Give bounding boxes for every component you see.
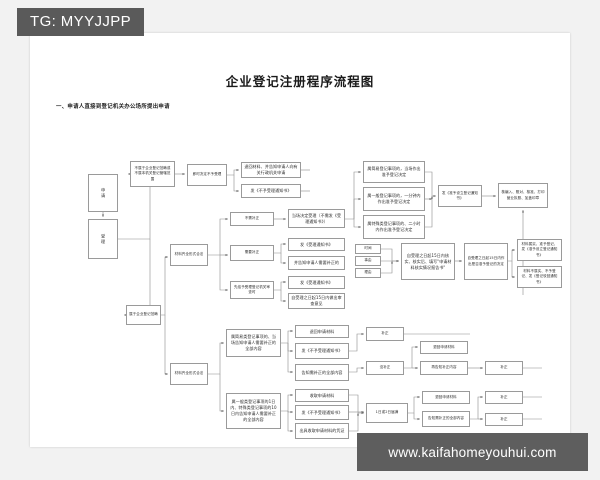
flow-node: 属一般登记事项的，一分钟内作出准予登记决定 — [363, 187, 425, 211]
site-watermark-bar: www.kaifahomeyouhui.com — [357, 433, 588, 471]
flow-node: 材料齐全形式合法 — [170, 363, 208, 385]
flow-node: 申请 — [88, 174, 118, 212]
flow-node: 没补正 — [366, 361, 404, 375]
flow-node: 属于企业登记范畴 — [126, 305, 161, 325]
flow-node: 发《不予受理通知书》 — [241, 184, 301, 198]
flow-node: 当场决定受理（不需发《受理通知书》） — [288, 209, 345, 228]
flow-node: 属简易类登记事项的、当场告知申请人需要补正的全部内容 — [226, 329, 281, 357]
flow-node: 退回材料、并告知申请人向有关行政机关申请 — [241, 162, 301, 178]
flow-node: 材料不属实、不予登记、发《登记驳回通知书》 — [517, 266, 562, 288]
flow-node: 发《准予设立登记通知书》 — [438, 185, 482, 207]
flow-node: 补正 — [485, 361, 523, 375]
flow-node: 发《不予受理通知书》 — [295, 343, 349, 359]
flow-node: 自受理之日起15日内核实、核实后、填写"申请材料核实情况报告书" — [401, 243, 455, 280]
flow-node: 时间 — [355, 244, 381, 254]
flow-node: 收取申请材料 — [295, 389, 349, 402]
flow-node: 需要补正 — [230, 245, 274, 261]
flow-node: 退回申请材料 — [295, 325, 349, 338]
flow-node: 告知需补正的全部内容 — [422, 411, 470, 427]
flow-node: 告知需补正的全部内容 — [295, 364, 349, 381]
flow-node: 发《受理通知书》 — [288, 238, 345, 251]
page-title: 企业登记注册程序流程图 — [225, 74, 375, 89]
flow-node: 不属于企业登记范畴或不属本机关登记管辖范围 — [130, 161, 175, 187]
flow-node: 自受理之日起15日内作出是否准予登记的决定 — [464, 243, 508, 280]
section-heading: 一、申请人直接到登记机关办公场所提出申请 — [56, 104, 170, 110]
flow-node: 属一般类登记事项的1日内、特殊类登记事项的10日内告知申请人需要补正的全部内容 — [226, 393, 281, 429]
flow-node: 出具收取申请材料的凭证 — [295, 423, 349, 439]
flow-node: 即时决定不予受理 — [187, 164, 227, 186]
document-sheet: 企业登记注册程序流程图 一、申请人直接到登记机关办公场所提出申请 — [30, 33, 570, 447]
flow-node: 属简易登记事项的，当场作出准予登记决定 — [363, 161, 425, 183]
flow-node: 退回申请材料 — [422, 391, 470, 404]
flow-node: 补正 — [485, 413, 523, 426]
flow-node: 并告知申请人需要补正的 — [288, 256, 345, 270]
flow-node: 材料属实、准予登记、发《准予设立登记通知书》 — [517, 239, 562, 261]
flow-node: 再告知补正内容 — [420, 361, 468, 375]
flow-node: 核编入、照对、核准、打印营业执照、加盖印章 — [498, 183, 548, 208]
flowchart-canvas: 申请受理 不属于企业登记范畴或不属本机关登记管辖范围即时决定不予受理退回材料、并告… — [30, 33, 570, 447]
flow-node: 1日或2日届满 — [366, 403, 408, 423]
flow-node: 事由 — [355, 256, 381, 266]
flow-node: 自受理之日起15日内做出审查意见 — [288, 293, 345, 309]
flow-node: 材料齐全形式合法 — [170, 244, 208, 266]
flow-node: 补正 — [366, 327, 404, 341]
flow-node: 受理 — [88, 219, 118, 259]
flow-node: 属特殊类登记事项的、二小时内作出准予登记决定 — [363, 215, 425, 239]
flow-node: 发《不予受理通知书》 — [295, 405, 349, 420]
flow-node: 补正 — [485, 391, 523, 404]
tg-watermark-chip: TG: MYYJJPP — [17, 8, 145, 36]
flow-node: 理由 — [355, 268, 381, 278]
flow-node: 先给予受理登记机关审查时 — [230, 281, 274, 299]
flow-node: 不需补正 — [230, 212, 274, 226]
flow-node: 发《受理通知书》 — [288, 276, 345, 289]
flow-node: 退回申请材料 — [420, 341, 468, 354]
